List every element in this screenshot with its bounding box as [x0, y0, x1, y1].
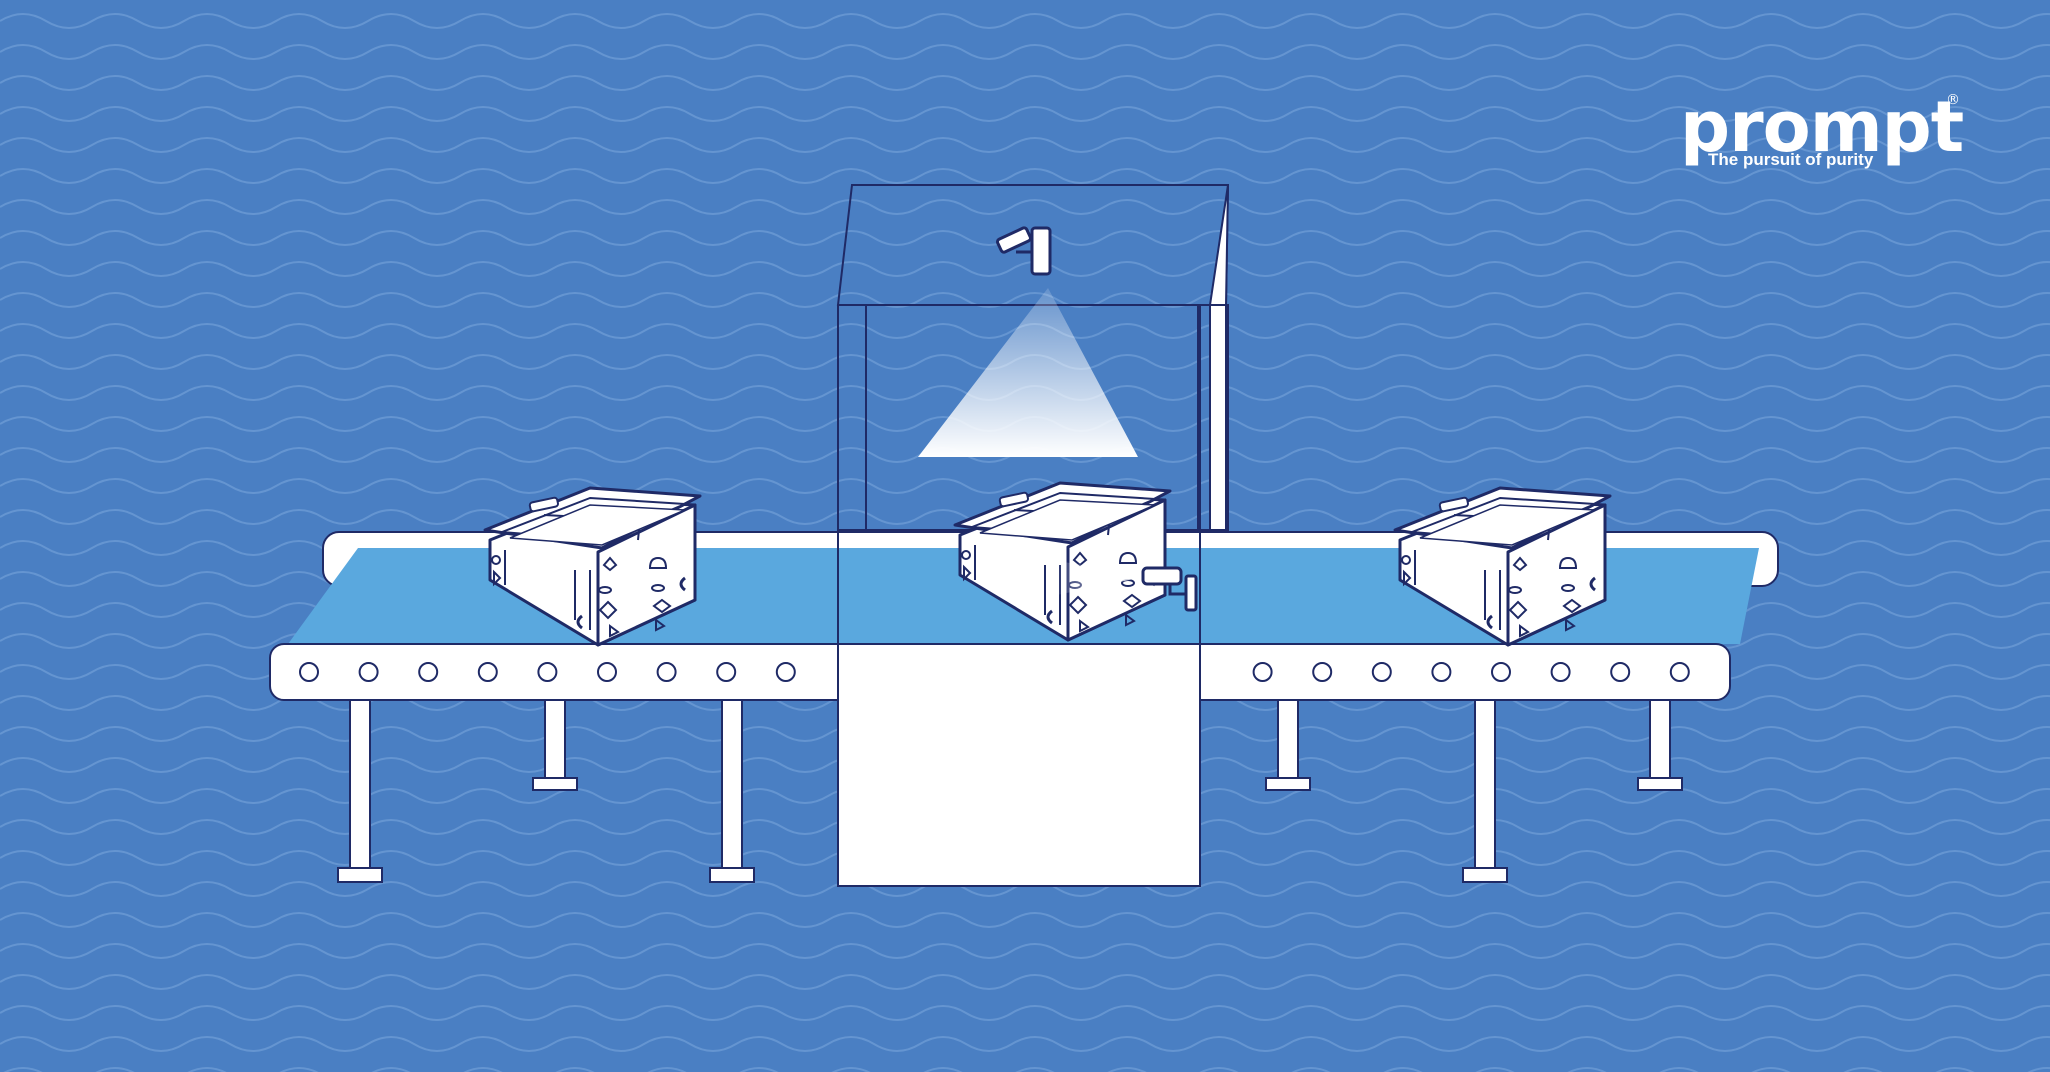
registered-mark: ®	[1946, 92, 1960, 108]
conveyor-roller	[1252, 662, 1273, 682]
conveyor-roller	[1610, 662, 1631, 682]
conveyor-roller	[418, 662, 439, 682]
conveyor-roller	[1669, 662, 1690, 682]
conveyor-roller	[358, 662, 379, 682]
inspection-booth-front	[837, 305, 1201, 887]
wave-line	[0, 168, 2050, 184]
wave-line	[0, 230, 2050, 246]
wave-line	[0, 974, 2050, 990]
top-camera-beam	[918, 288, 1138, 457]
side-camera-beam	[1052, 560, 1148, 596]
top-camera-icon	[996, 226, 1052, 276]
conveyor-roller	[299, 662, 319, 682]
conveyor-roller	[597, 662, 617, 682]
wave-line	[0, 1005, 2050, 1021]
brand-tagline: The pursuit of purity	[1708, 150, 1874, 169]
conveyor-roller	[1312, 662, 1333, 682]
conveyor-roller	[1491, 662, 1511, 682]
conveyor-roller	[1371, 662, 1392, 682]
wave-line	[0, 44, 2050, 60]
wave-line	[0, 75, 2050, 91]
conveyor-roller	[775, 662, 796, 682]
conveyor-roller	[477, 662, 498, 682]
brand-logo: prompt ® The pursuit of purity	[1680, 92, 1980, 182]
wave-line	[0, 292, 2050, 308]
wave-line	[0, 13, 2050, 29]
brand-name: prompt	[1680, 86, 1964, 168]
wave-line	[0, 881, 2050, 897]
conveyor-roller	[656, 662, 677, 682]
wave-line	[0, 943, 2050, 959]
conveyor-roller	[1550, 662, 1571, 682]
wave-line	[3, 1067, 2050, 1072]
wave-line	[0, 912, 2050, 928]
conveyor-rollers	[299, 662, 1690, 682]
conveyor-roller	[716, 662, 737, 682]
wave-line	[0, 106, 2050, 122]
conveyor-roller	[537, 662, 558, 682]
wave-line	[0, 261, 2050, 277]
side-camera-icon	[1141, 566, 1198, 612]
conveyor-roller	[1431, 662, 1452, 682]
wave-line	[0, 199, 2050, 215]
wave-line	[0, 137, 2050, 153]
wave-line	[0, 1036, 2050, 1052]
